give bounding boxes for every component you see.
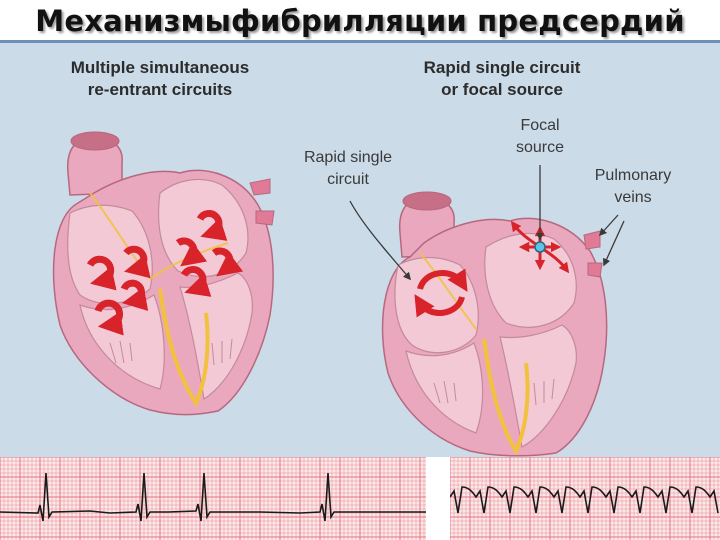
label-focal-source-line1: Focal: [520, 117, 560, 134]
label-pulmonary-veins-line1: Pulmonary: [594, 167, 672, 184]
label-pulmonary-veins: Pulmonary veins: [578, 165, 688, 209]
left-heart-illustration: [52, 131, 275, 416]
right-right-ventricle: [405, 342, 484, 434]
label-rapid-single-circuit-line2: circuit: [327, 171, 369, 188]
left-aorta-opening: [70, 131, 120, 151]
label-focal-source: Focal source: [500, 115, 580, 159]
ecg-strip-right-svg: [450, 457, 720, 540]
right-heading-line1: Rapid single circuit: [423, 58, 581, 77]
ecg-trace-irregular: [0, 472, 426, 522]
left-heading-line2: re-entrant circuits: [87, 80, 233, 99]
right-heading-line2: or focal source: [441, 80, 563, 99]
left-right-atrium: [67, 204, 153, 305]
right-aorta-opening: [402, 191, 452, 211]
left-left-ventricle: [179, 272, 253, 400]
left-heading-line1: Multiple simultaneous: [70, 58, 250, 77]
left-pulmonary-vein-stubs: [249, 178, 275, 226]
right-panel-heading: Rapid single circuit or focal source: [392, 57, 612, 101]
left-reentrant-circuits: [86, 210, 244, 336]
right-papillary-fibres: [433, 378, 555, 406]
right-heart-illustration: [381, 191, 608, 457]
heart-figure-panel: Multiple simultaneous re-entrant circuit…: [0, 43, 720, 457]
left-papillary-fibres: [109, 338, 233, 366]
label-rapid-single-circuit: Rapid single circuit: [286, 147, 410, 191]
right-left-ventricle: [499, 324, 577, 448]
ecg-strip-right: [450, 457, 720, 540]
right-septum-conduction: [482, 338, 530, 456]
pulmonary-veins-pointer-lower: [603, 220, 625, 267]
callout-lines: [349, 165, 625, 281]
left-panel-heading: Multiple simultaneous re-entrant circuit…: [50, 57, 270, 101]
ecg-trace-flutter: [450, 486, 719, 514]
left-septum-conduction: [158, 288, 210, 408]
rapid-circuit-pointer: [349, 200, 411, 281]
label-pulmonary-veins-line2: veins: [614, 189, 652, 206]
ecg-strip-left-svg: [0, 457, 426, 540]
title-rule: [0, 40, 720, 43]
rapid-single-circuit: [414, 268, 468, 318]
right-pulmonary-vein-stubs: [583, 230, 603, 278]
focal-source-dot: [534, 241, 546, 253]
slide-title: Механизмыфибрилляции предсердий: [35, 4, 685, 38]
label-focal-source-line2: source: [515, 139, 565, 156]
pulmonary-veins-pointer-upper: [598, 214, 619, 237]
ecg-grid-left: [0, 457, 426, 540]
ecg-strip-left: [0, 457, 426, 540]
label-rapid-single-circuit-line1: Rapid single: [303, 149, 393, 166]
